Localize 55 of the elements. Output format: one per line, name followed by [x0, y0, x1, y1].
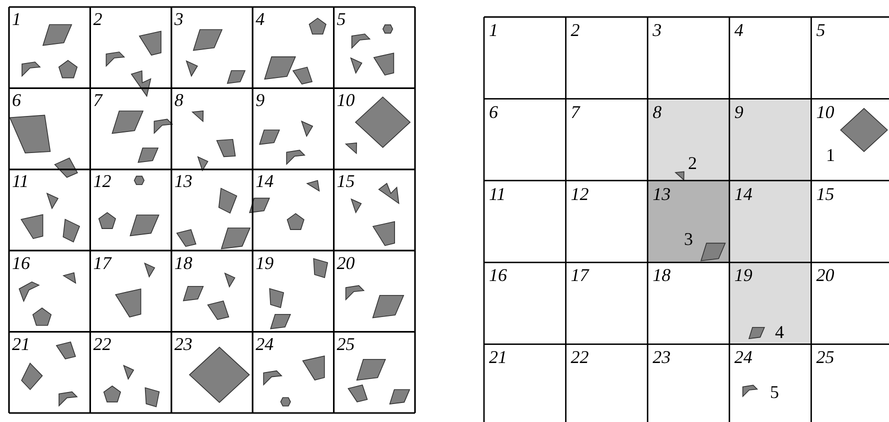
- cell-number: 3: [652, 21, 662, 39]
- cell-number: 24: [734, 348, 752, 366]
- cell-number: 12: [93, 172, 112, 190]
- cell-number: 21: [12, 334, 30, 353]
- callout-number: 1: [826, 146, 835, 164]
- cell-number: 17: [570, 266, 589, 284]
- cell-number: 13: [652, 184, 671, 203]
- cell-number: 18: [174, 254, 192, 272]
- cell-number: 1: [12, 10, 21, 28]
- cell-number: 12: [570, 184, 589, 203]
- cell-number: 2: [570, 21, 580, 39]
- cell-number: 18: [652, 266, 671, 284]
- cell-number: 14: [256, 172, 274, 190]
- cell-number: 3: [174, 10, 184, 28]
- cell-number: 23: [174, 334, 192, 353]
- cell-number: 10: [336, 91, 355, 110]
- cell-number: 10: [816, 102, 834, 121]
- cell-number: 23: [652, 348, 671, 366]
- cell-number: 22: [93, 334, 112, 353]
- callout-number: 4: [775, 323, 784, 341]
- cell-number: 14: [734, 184, 752, 203]
- cell-number: 24: [256, 334, 274, 353]
- cell-number: 5: [816, 21, 826, 39]
- callout-number: 5: [770, 383, 779, 401]
- cell-number: 20: [816, 266, 834, 284]
- cell-number: 16: [489, 266, 507, 284]
- cell-number: 9: [734, 102, 744, 121]
- cell-number: 20: [336, 254, 355, 272]
- cell-number: 19: [256, 254, 274, 272]
- cell-number: 6: [489, 102, 498, 121]
- cell-number: 1: [489, 21, 498, 39]
- cell-number: 25: [816, 348, 834, 366]
- cell-number: 21: [489, 348, 507, 366]
- callout-number: 2: [688, 154, 697, 172]
- cell-number: 6: [12, 91, 21, 110]
- cell-number: 16: [12, 254, 30, 272]
- cell-number: 7: [570, 102, 580, 121]
- callout-number: 3: [684, 230, 693, 248]
- cell-number: 17: [93, 254, 112, 272]
- cell-number: 9: [256, 91, 265, 110]
- cell-number: 15: [336, 172, 355, 190]
- cell-number: 8: [174, 91, 184, 110]
- cell-number: 11: [489, 184, 506, 203]
- cell-number: 8: [652, 102, 662, 121]
- cell-number: 2: [93, 10, 102, 28]
- cell-number: 5: [336, 10, 346, 28]
- cell-number: 15: [816, 184, 834, 203]
- cell-number: 11: [12, 172, 29, 190]
- cell-number: 4: [256, 10, 265, 28]
- cell-number: 4: [734, 21, 744, 39]
- cell-number: 7: [93, 91, 102, 110]
- cell-number: 13: [174, 172, 192, 190]
- cell-number: 19: [734, 266, 752, 284]
- cell-number: 25: [336, 334, 355, 353]
- cell-number: 22: [570, 348, 589, 366]
